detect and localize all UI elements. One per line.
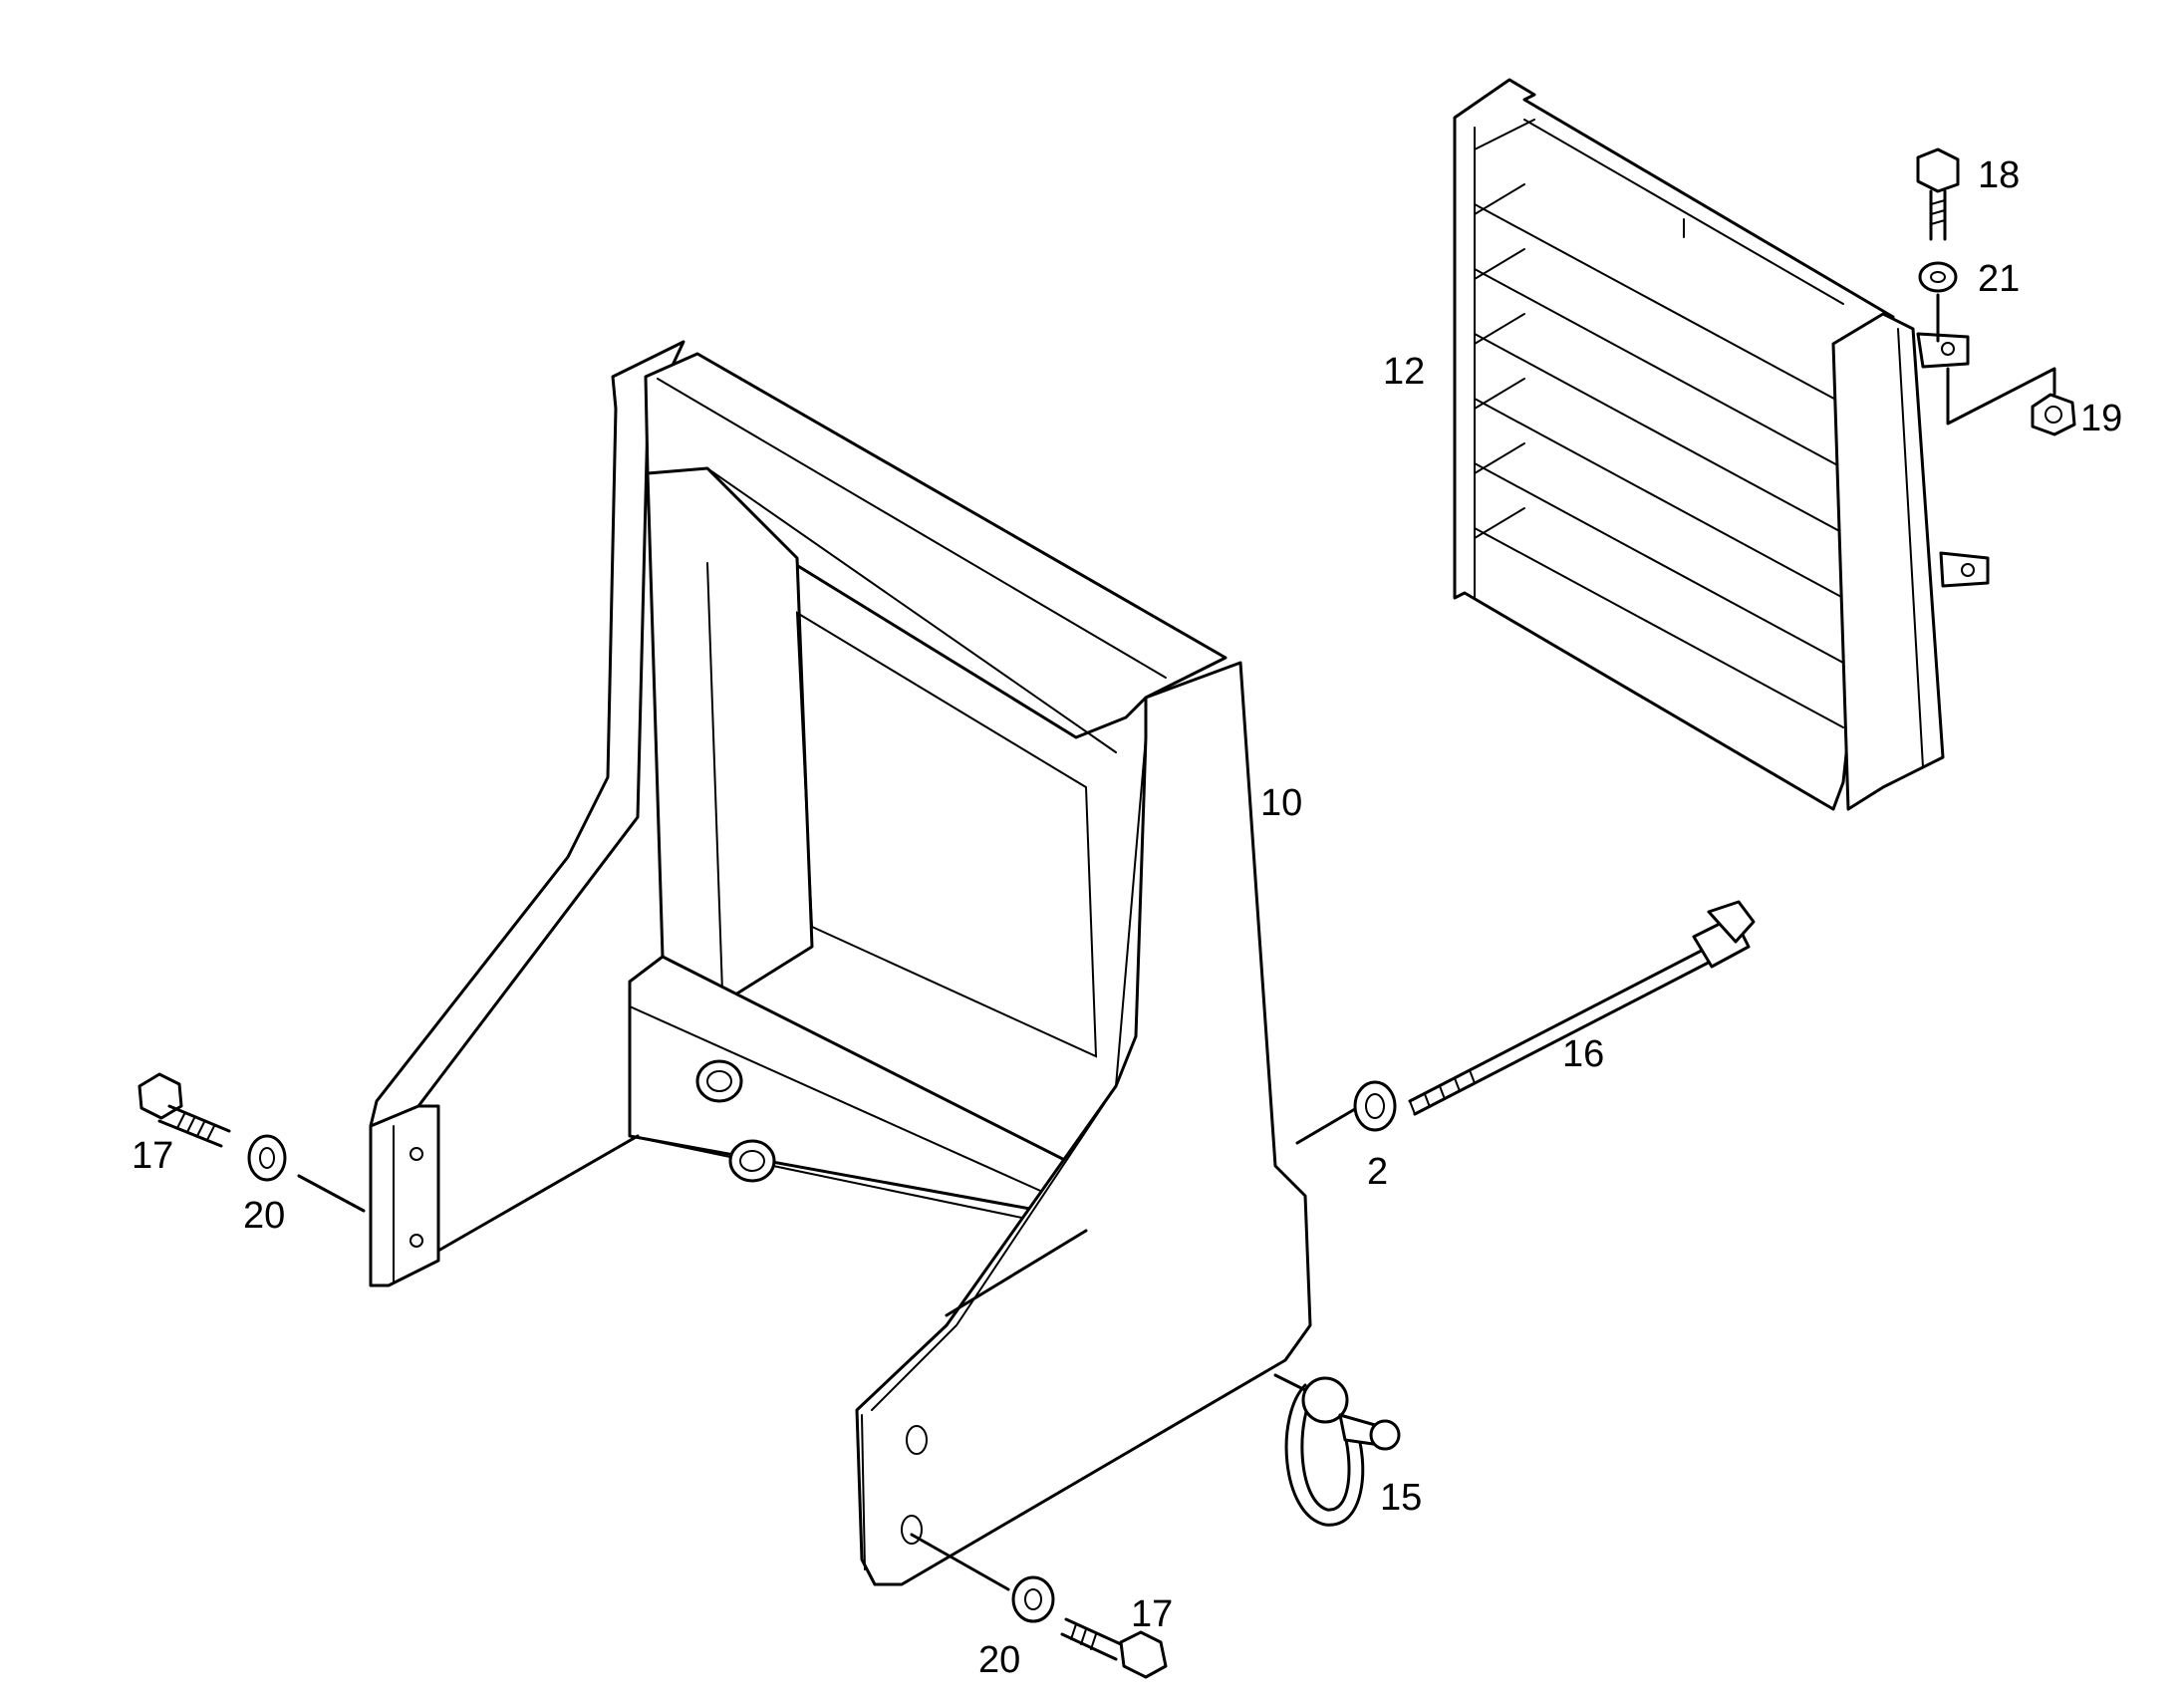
bolt-17-left bbox=[137, 1072, 231, 1148]
callout-19: 19 bbox=[2080, 398, 2122, 439]
grille-side-post bbox=[1831, 312, 1945, 811]
long-bolt bbox=[1295, 900, 1756, 1145]
callout-12: 12 bbox=[1383, 351, 1425, 393]
callout-2: 2 bbox=[1367, 1151, 1388, 1193]
callout-18: 18 bbox=[1978, 154, 2020, 196]
bolt-17-bottom bbox=[1060, 1617, 1168, 1679]
louvred-grille bbox=[1453, 78, 1990, 811]
callout-20-left: 20 bbox=[243, 1195, 285, 1237]
washer-21 bbox=[1918, 261, 1958, 343]
shackle bbox=[1273, 1373, 1401, 1527]
frame-inner-pillar bbox=[646, 466, 814, 998]
callout-20-bottom: 20 bbox=[978, 1639, 1020, 1681]
grille-frame bbox=[1453, 78, 1895, 811]
washer-20-bottom bbox=[910, 1533, 1055, 1623]
front-weight-frame bbox=[369, 340, 1312, 1586]
callout-17-bottom: 17 bbox=[1131, 1593, 1173, 1635]
callout-21: 21 bbox=[1978, 258, 2020, 300]
washer-2 bbox=[1353, 1080, 1397, 1132]
washer-20-left bbox=[247, 1134, 366, 1213]
bolt-18 bbox=[1916, 147, 1960, 241]
frame-window bbox=[795, 611, 1098, 1058]
callout-17-left: 17 bbox=[132, 1135, 173, 1177]
frame-left-foot bbox=[369, 1104, 440, 1287]
nut-19 bbox=[1946, 367, 2076, 436]
callout-15: 15 bbox=[1380, 1477, 1422, 1519]
frame-right-plate bbox=[855, 661, 1312, 1586]
callout-16: 16 bbox=[1562, 1033, 1604, 1075]
callout-10: 10 bbox=[1260, 782, 1302, 824]
